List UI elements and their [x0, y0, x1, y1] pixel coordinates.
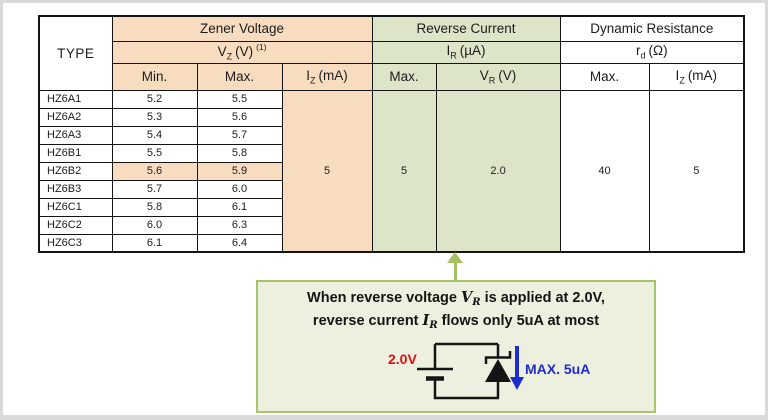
type-cell: HZ6B1: [38, 143, 113, 163]
group-zener-voltage: Zener Voltage: [111, 15, 373, 42]
zener-cathode-bar: [484, 351, 512, 364]
circuit-wires: [433, 342, 500, 400]
col-ir-max: Max.: [371, 62, 437, 91]
callout-pointer-arrow-icon: [447, 252, 463, 263]
callout-pointer-line: [454, 261, 457, 281]
vz-max-cell: 6.3: [196, 215, 283, 235]
merged-rd-max-cell: 40: [559, 89, 650, 253]
vz-min-cell: 5.8: [111, 197, 198, 217]
callout-text-line1: When reverse voltage VR is applied at 2.…: [307, 289, 605, 308]
type-cell: HZ6A2: [38, 107, 113, 127]
group-reverse-current: Reverse Current: [371, 15, 561, 42]
table-row: HZ6C2 6.0 6.3: [38, 215, 744, 235]
merged-rd-iz-cell: 5: [648, 89, 745, 253]
vz-min-cell: 5.3: [111, 107, 198, 127]
vz-max-cell: 5.8: [196, 143, 283, 163]
type-cell: HZ6B3: [38, 179, 113, 199]
col-vz-min: Min.: [111, 62, 198, 91]
max-current-label: MAX. 5uA: [525, 361, 591, 377]
vz-min-cell: 5.2: [111, 89, 198, 109]
vz-max-cell: 6.4: [196, 233, 283, 253]
zener-spec-table: TYPE Zener Voltage Reverse Current Dynam…: [38, 15, 746, 253]
table-row: HZ6A1 5.2 5.5 5 5 2.0 40 5: [38, 89, 745, 253]
type-cell: HZ6C2: [38, 215, 113, 235]
col-rd-iz: IZ(mA): [648, 62, 745, 91]
annotation-callout: When reverse voltage VR is applied at 2.…: [256, 280, 656, 413]
col-rd-max: Max.: [559, 62, 650, 91]
group-dynamic-resistance: Dynamic Resistance: [559, 15, 745, 42]
vz-min-cell: 5.5: [111, 143, 198, 163]
unit-ir: IR(µA): [371, 40, 561, 64]
unit-vz: VZ(V)(1): [111, 40, 373, 64]
vz-min-cell: 6.0: [111, 215, 198, 235]
header-row-groups: TYPE Zener Voltage Reverse Current Dynam…: [38, 15, 745, 91]
table-row: HZ6C3 6.1 6.4: [38, 233, 744, 253]
table-row-highlighted: HZ6B2 5.6 5.9: [38, 161, 744, 181]
type-cell: HZ6B2: [38, 161, 113, 181]
type-cell: HZ6C3: [38, 233, 113, 253]
vz-min-cell: 5.7: [111, 179, 198, 199]
type-cell: HZ6A3: [38, 125, 113, 145]
col-vz-max: Max.: [196, 62, 283, 91]
header-row-columns: Min. Max. IZ(mA) Max. VR(V) Max. IZ(mA): [39, 62, 745, 91]
vz-max-cell: 5.6: [196, 107, 283, 127]
callout-text-line2: reverse current IR flows only 5uA at mos…: [312, 312, 600, 331]
vz-max-cell-highlighted: 5.9: [196, 161, 283, 181]
source-voltage-label: 2.0V: [388, 351, 417, 367]
circuit-diagram: [417, 342, 524, 400]
current-arrow-head-icon: [510, 377, 524, 390]
vz-max-cell: 6.0: [196, 179, 283, 199]
col-iz: IZ(mA): [281, 62, 373, 91]
col-vr: VR(V): [435, 62, 561, 91]
merged-ir-max-cell: 5: [371, 89, 437, 253]
vz-min-cell: 6.1: [111, 233, 198, 253]
zener-diode-icon: [485, 359, 511, 382]
type-cell: HZ6A1: [38, 89, 113, 109]
merged-vr-cell: 2.0: [435, 89, 561, 253]
vz-max-cell: 6.1: [196, 197, 283, 217]
vz-min-cell-highlighted: 5.6: [111, 161, 198, 181]
vz-min-cell: 5.4: [111, 125, 198, 145]
merged-iz-cell: 5: [281, 89, 373, 253]
header-row-units: VZ(V)(1) IR(µA) rd(Ω): [39, 40, 745, 64]
unit-rd: rd(Ω): [559, 40, 745, 64]
vz-max-cell: 5.5: [196, 89, 283, 109]
type-column-header: TYPE: [38, 15, 113, 91]
table-row: HZ6A3 5.4 5.7: [38, 125, 744, 145]
type-cell: HZ6C1: [38, 197, 113, 217]
vz-max-cell: 5.7: [196, 125, 283, 145]
